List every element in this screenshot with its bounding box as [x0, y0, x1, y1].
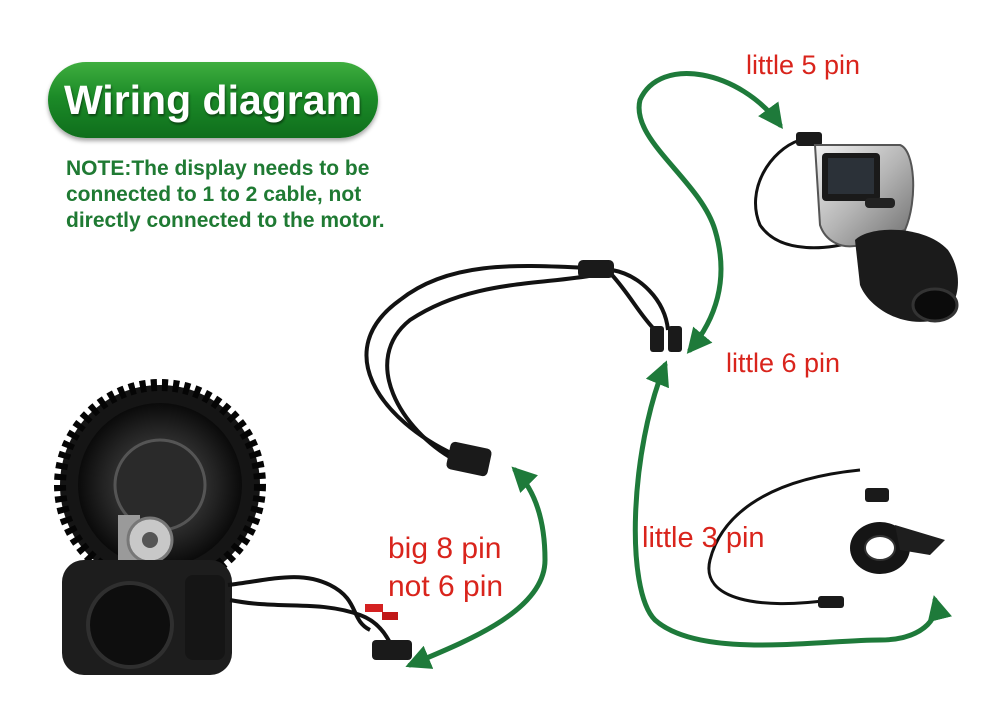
connector-6pin-a	[650, 326, 664, 352]
label-little-6-pin: little 6 pin	[726, 348, 841, 378]
connector-8pin	[446, 441, 492, 477]
label-not-6-pin: not 6 pin	[388, 570, 504, 603]
arrow-display-to-6pin	[636, 71, 783, 354]
note-text: NOTE:The display needs to be connected t…	[66, 157, 385, 232]
display-illustration	[754, 132, 959, 323]
connector-6pin-b	[668, 326, 682, 352]
y-cable	[364, 264, 670, 462]
arrow-throttle-to-6pin	[632, 360, 952, 648]
label-big-8-pin: big 8 pin	[388, 532, 502, 565]
label-little-5-pin: little 5 pin	[746, 50, 861, 80]
motor-illustration	[54, 379, 412, 675]
connection-arrows	[405, 71, 952, 669]
arrow-motor-to-8pin	[405, 466, 548, 669]
label-little-3-pin: little 3 pin	[642, 522, 765, 554]
y-splitter	[578, 260, 614, 278]
diagram-title: Wiring diagram	[48, 62, 378, 138]
